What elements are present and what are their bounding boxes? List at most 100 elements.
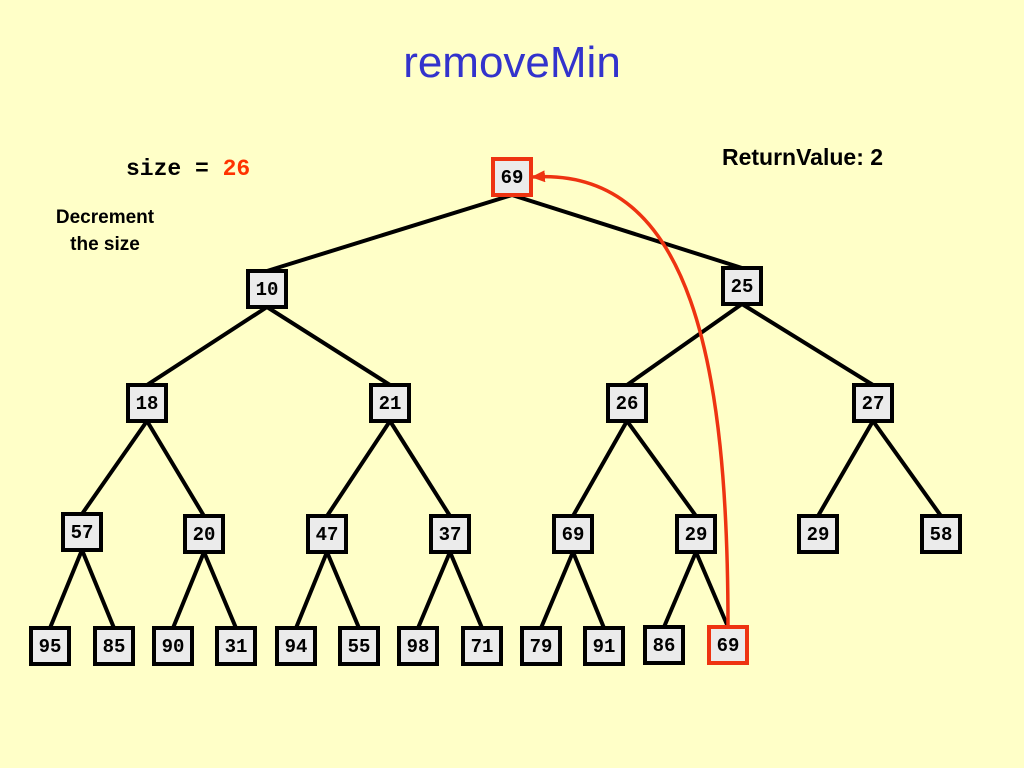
heap-node-box (721, 266, 763, 306)
heap-node-value: 86 (653, 635, 676, 657)
heap-node-box (369, 383, 411, 423)
tree-edge (539, 551, 575, 629)
heap-node-value: 20 (193, 524, 216, 546)
tree-edge (448, 551, 484, 629)
note-line-1: Decrement (55, 207, 155, 228)
size-readout: size = 26 (126, 156, 250, 182)
heap-node-value: 27 (862, 393, 885, 415)
heap-node: 37 (429, 514, 471, 554)
tree-edge (80, 549, 116, 629)
heap-node-box (797, 514, 839, 554)
heap-node-value: 69 (562, 524, 585, 546)
heap-node: 98 (397, 626, 439, 666)
tree-edge (694, 551, 730, 628)
tree-edge (571, 420, 629, 517)
tree-edge (625, 419, 698, 518)
heap-node-box (183, 514, 225, 554)
heap-node-box (583, 626, 625, 666)
heap-node: 18 (126, 383, 168, 423)
heap-node-box (152, 626, 194, 666)
heap-node: 57 (61, 512, 103, 552)
heap-node-value: 29 (807, 524, 830, 546)
heap-node-box (61, 512, 103, 552)
heap-node: 47 (306, 514, 348, 554)
heap-node-box (675, 514, 717, 554)
heap-node-value: 25 (731, 276, 754, 298)
tree-edge (662, 551, 698, 628)
heap-node-box (852, 383, 894, 423)
heap-node-value: 18 (136, 393, 159, 415)
heap-node-box (552, 514, 594, 554)
tree-edge (871, 419, 943, 518)
heap-node-box (338, 626, 380, 666)
heap-node: 20 (183, 514, 225, 554)
heap-node: 55 (338, 626, 380, 666)
tree-edge (416, 551, 452, 629)
heap-node-box (643, 625, 685, 665)
tree-edge (171, 551, 206, 629)
heap-node-box (520, 626, 562, 666)
tree-edge (266, 193, 513, 273)
heap-node-value: 29 (685, 524, 708, 546)
heap-node-box (246, 269, 288, 309)
tree-edge (294, 551, 329, 629)
heap-node-value: 94 (285, 636, 308, 658)
heap-node: 26 (606, 383, 648, 423)
heap-node: 21 (369, 383, 411, 423)
heap-node: 10 (246, 269, 288, 309)
heap-node-value: 10 (256, 279, 279, 301)
tree-edge (265, 305, 392, 387)
heap-node: 91 (583, 626, 625, 666)
heap-node: 25 (721, 266, 763, 306)
heap-node-value: 55 (348, 636, 371, 658)
heap-node-value: 21 (379, 393, 402, 415)
heap-node: 86 (643, 625, 685, 665)
heap-node: 29 (797, 514, 839, 554)
heap-node-box (29, 626, 71, 666)
heap-node-box (215, 626, 257, 666)
tree-edge (511, 193, 743, 270)
tree-edge (625, 302, 744, 387)
heap-node-value: 57 (71, 522, 94, 544)
heap-node-box (306, 514, 348, 554)
heap-node: 27 (852, 383, 894, 423)
heap-node-value: 90 (162, 636, 185, 658)
slide-title: removeMin (403, 38, 621, 87)
heap-node: 69 (552, 514, 594, 554)
tree-edges (48, 193, 943, 629)
heap-node: 94 (275, 626, 317, 666)
heap-node-value: 85 (103, 636, 126, 658)
heap-node-box (126, 383, 168, 423)
decrement-note: Decrement the size (40, 204, 170, 258)
return-value-label: ReturnValue: 2 (722, 144, 884, 170)
tree-edge (145, 419, 206, 518)
heap-node-box (606, 383, 648, 423)
heap-node: 85 (93, 626, 135, 666)
heap-node-value: 79 (530, 636, 553, 658)
heap-node: 79 (520, 626, 562, 666)
heap-node-box (93, 626, 135, 666)
heap-node: 90 (152, 626, 194, 666)
heap-node-value: 69 (501, 167, 524, 189)
heap-node-value: 31 (225, 636, 248, 658)
tree-edge (48, 549, 84, 629)
heap-node-box (461, 626, 503, 666)
tree-edge (571, 551, 606, 629)
heap-node-box (429, 514, 471, 554)
move-arrow-path (531, 170, 730, 628)
size-value: 26 (222, 156, 251, 182)
tree-edge (740, 302, 875, 387)
heap-node-value: 26 (616, 393, 639, 415)
heap-node: 58 (920, 514, 962, 554)
heap-node: 29 (675, 514, 717, 554)
heap-node-value: 37 (439, 524, 462, 546)
note-line-2: the size (70, 234, 140, 255)
heap-node-box (275, 626, 317, 666)
heap-node: 31 (215, 626, 257, 666)
tree-edge (202, 551, 238, 629)
tree-edge (388, 419, 452, 518)
heap-node-box (491, 157, 533, 197)
heap-node: 71 (461, 626, 503, 666)
